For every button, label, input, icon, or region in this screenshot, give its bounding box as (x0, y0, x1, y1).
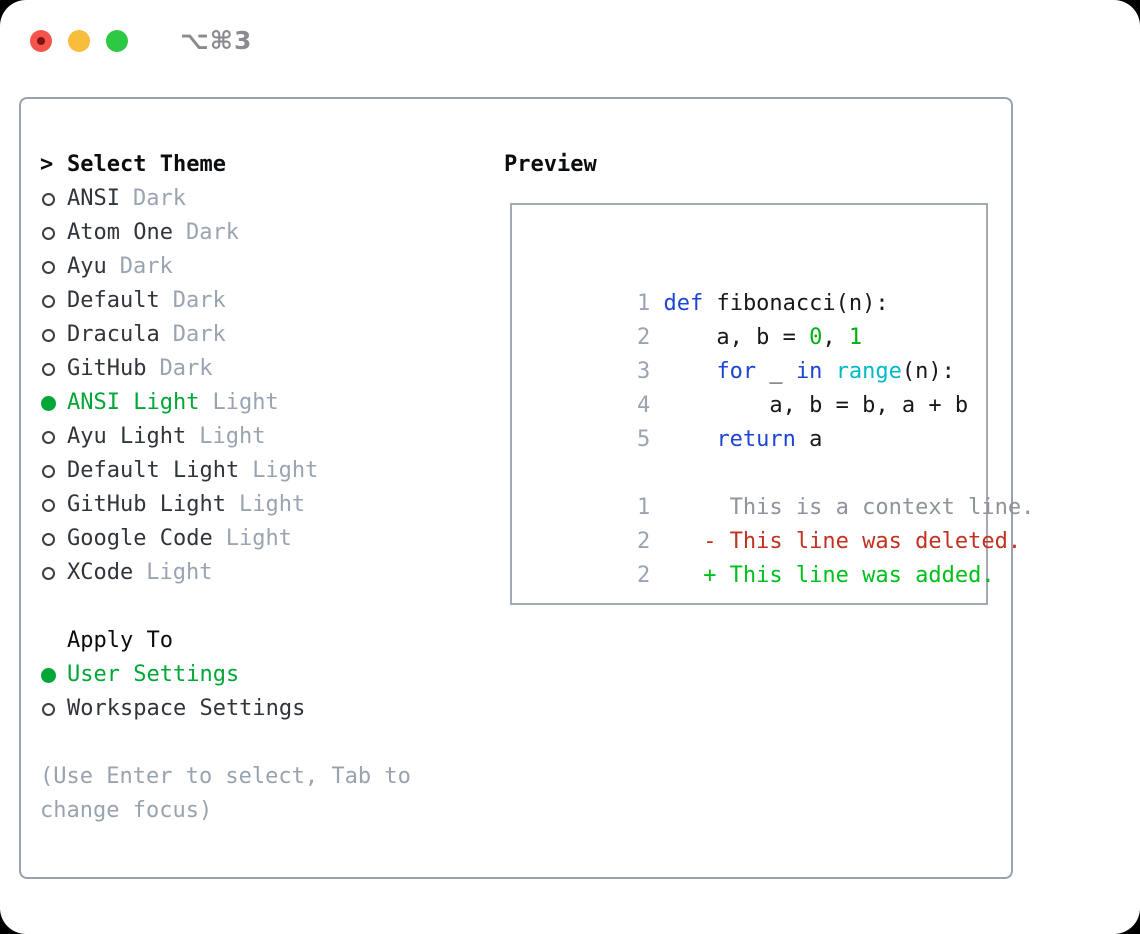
apply-option-label: User Settings (67, 662, 240, 687)
theme-name: Atom One (67, 220, 173, 245)
theme-variant-tag: Light (225, 526, 292, 551)
theme-option-dracula-dark[interactable]: Dracula Dark (40, 318, 465, 352)
theme-option-default-dark[interactable]: Default Dark (40, 284, 465, 318)
theme-option-google-code-light[interactable]: Google Code Light (40, 522, 465, 556)
theme-selector-panel: > Select Theme ANSI Dark Atom One Dark A… (40, 148, 465, 828)
code-line-5: 5 return a (531, 389, 986, 452)
theme-variant-tag: Light (212, 390, 279, 415)
theme-option-atom-one-dark[interactable]: Atom One Dark (40, 216, 465, 250)
line-number: 1 (636, 495, 651, 520)
theme-option-github-light[interactable]: GitHub Light Light (40, 488, 465, 522)
code-line-2: 2 a, b = 0, 1 (531, 287, 986, 350)
theme-name: GitHub Light (67, 492, 226, 517)
line-number: 2 (636, 529, 651, 554)
line-number: 2 (636, 325, 651, 350)
apply-option-workspace-settings[interactable]: Workspace Settings (40, 692, 465, 726)
radio-selected-icon (41, 395, 56, 411)
theme-name: Ayu (67, 254, 107, 279)
theme-option-ansi-dark[interactable]: ANSI Dark (40, 182, 465, 216)
radio-unselected-icon (42, 192, 55, 206)
minimize-button[interactable] (68, 29, 90, 52)
theme-name: XCode (67, 560, 134, 585)
zoom-button[interactable] (106, 29, 128, 52)
select-theme-title: Select Theme (67, 152, 226, 177)
radio-unselected-icon (42, 260, 55, 274)
theme-name: Ayu Light (67, 424, 187, 449)
close-button[interactable] (30, 29, 52, 52)
line-number: 5 (636, 427, 651, 452)
theme-variant-tag: Light (146, 560, 213, 585)
theme-option-ansi-light[interactable]: ANSI Light Light (40, 386, 465, 420)
theme-variant-tag: Light (252, 458, 319, 483)
theme-variant-tag: Light (238, 492, 306, 517)
theme-variant-tag: Light (199, 424, 266, 449)
theme-option-ayu-light[interactable]: Ayu Light Light (40, 420, 465, 454)
section-gap (40, 590, 465, 624)
theme-option-xcode-light[interactable]: XCode Light (40, 556, 465, 590)
theme-option-default-light[interactable]: Default Light Light (40, 454, 465, 488)
radio-unselected-icon (42, 294, 55, 308)
preview-title: Preview (504, 152, 597, 177)
theme-name-selected: ANSI Light (67, 390, 200, 415)
radio-unselected-icon (42, 464, 55, 478)
radio-unselected-icon (42, 430, 55, 444)
radio-unselected-icon (42, 328, 55, 342)
theme-variant-tag: Dark (185, 220, 239, 245)
tui-frame: > Select Theme ANSI Dark Atom One Dark A… (19, 97, 1034, 879)
radio-unselected-icon (42, 532, 55, 546)
line-number: 1 (636, 291, 651, 316)
apply-option-user-settings[interactable]: User Settings (40, 658, 465, 692)
code-line-4: 4 a, b = b, a + b (531, 355, 986, 418)
diff-deleted-line: 2-This line was deleted. (531, 491, 1021, 554)
theme-name: Dracula (67, 322, 160, 347)
line-number: 2 (636, 563, 651, 588)
theme-variant-tag: Dark (132, 186, 186, 211)
section-gap (40, 726, 465, 760)
theme-name: Google Code (67, 526, 213, 551)
theme-option-github-dark[interactable]: GitHub Dark (40, 352, 465, 386)
focus-chevron-icon: > (40, 152, 54, 177)
diff-minus-icon: - (703, 529, 717, 554)
radio-unselected-icon (42, 226, 55, 240)
theme-variant-tag: Dark (172, 322, 226, 347)
apply-to-heading: Apply To (40, 624, 465, 658)
radio-unselected-icon (42, 566, 55, 580)
titlebar: ⌥⌘3 (30, 26, 252, 55)
theme-option-ayu-dark[interactable]: Ayu Dark (40, 250, 465, 284)
select-theme-heading: > Select Theme (40, 148, 465, 182)
keyboard-hint: (Use Enter to select, Tab to change focu… (40, 764, 411, 823)
diff-plus-icon: + (703, 563, 717, 588)
radio-unselected-icon (42, 498, 55, 512)
theme-name: ANSI (67, 186, 120, 211)
line-number: 3 (636, 359, 651, 384)
radio-unselected-icon (42, 362, 55, 376)
window-title: ⌥⌘3 (180, 26, 253, 55)
line-number: 4 (636, 393, 651, 418)
apply-to-title: Apply To (67, 628, 173, 653)
code-line-3: 3 for _ in range(n): (531, 321, 986, 384)
theme-name: GitHub (67, 356, 147, 381)
theme-name: Default (67, 288, 160, 313)
radio-selected-icon (41, 667, 56, 683)
theme-variant-tag: Dark (159, 356, 213, 381)
theme-name: Default Light (67, 458, 240, 483)
theme-variant-tag: Dark (172, 288, 226, 313)
diff-added-line: 2+This line was added. (531, 525, 995, 588)
apply-option-label: Workspace Settings (67, 696, 306, 721)
radio-unselected-icon (42, 702, 55, 716)
theme-variant-tag: Dark (119, 254, 173, 279)
